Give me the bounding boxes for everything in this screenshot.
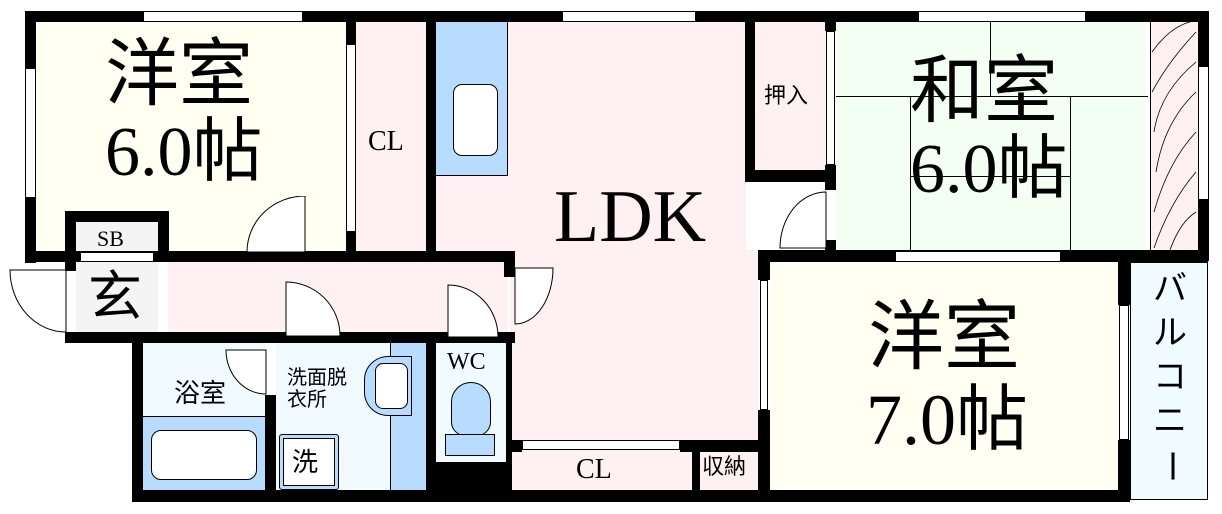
western-room-1-name: 洋室	[105, 34, 253, 116]
wall	[745, 11, 755, 181]
western-room-1-size: 6.0帖	[105, 114, 263, 191]
toilet-label: WC	[447, 349, 486, 375]
door-swing[interactable]	[778, 190, 828, 250]
shoe-box-label: SB	[97, 226, 124, 251]
toilet-tank	[445, 434, 495, 456]
closet-sliding-door[interactable]	[346, 44, 356, 232]
balcony-char: ニ	[1153, 403, 1187, 440]
wall	[65, 211, 169, 222]
ldk-label: LDK	[554, 176, 707, 258]
closet-1	[356, 22, 426, 252]
balcony-char: バ	[1153, 271, 1187, 308]
wall	[758, 410, 770, 500]
entrance	[76, 262, 158, 332]
oshiire-label: 押入	[764, 83, 809, 108]
bathtub[interactable]	[151, 430, 257, 480]
japanese-room-name: 和室	[910, 51, 1058, 133]
closet-sliding-door[interactable]	[522, 440, 680, 450]
closet-1-label: CL	[368, 126, 404, 157]
wall	[158, 211, 169, 262]
wall	[265, 395, 276, 495]
entrance-label: 玄	[88, 267, 142, 327]
window	[1119, 305, 1129, 440]
tatami-line	[910, 176, 1070, 177]
tatami-line	[1070, 96, 1071, 250]
door-swing[interactable]	[224, 348, 268, 396]
wall	[132, 490, 1130, 502]
tatami-line	[836, 96, 1148, 97]
washer-label: 洗	[292, 448, 319, 477]
window	[895, 251, 1061, 262]
balcony-char: コ	[1153, 359, 1187, 396]
balcony-label: バ ル コ ニ ー	[1140, 268, 1200, 488]
wall	[758, 250, 770, 280]
storage	[700, 450, 760, 490]
door-swing[interactable]	[513, 266, 555, 326]
sink[interactable]	[453, 84, 498, 156]
washroom-label-line1: 洗面脱	[287, 367, 347, 389]
wall	[692, 440, 700, 495]
closet-2-label: CL	[576, 454, 612, 485]
window	[80, 252, 154, 262]
vanity-bowl[interactable]	[375, 363, 408, 409]
japanese-room-size: 6.0帖	[910, 131, 1068, 208]
washing-machine-inner	[283, 438, 335, 486]
western-room-2-name: 洋室	[868, 296, 1020, 380]
wall	[506, 332, 512, 497]
wall	[132, 332, 143, 502]
window	[25, 68, 36, 198]
storage-label: 収納	[702, 454, 747, 479]
door-swing[interactable]	[446, 283, 502, 339]
balcony-char: ル	[1153, 315, 1187, 352]
wood-grain-pattern	[1151, 22, 1197, 250]
closet-2	[512, 450, 692, 490]
western-room-2-size: 7.0帖	[866, 380, 1029, 460]
door-swing[interactable]	[245, 196, 307, 254]
window	[562, 11, 696, 22]
wall	[426, 332, 436, 497]
wall	[1118, 440, 1130, 500]
oshiire-closet	[755, 22, 825, 170]
tatami-line	[990, 22, 991, 96]
wall	[25, 251, 515, 262]
wall	[504, 251, 515, 277]
wall	[745, 170, 835, 182]
wall	[825, 240, 836, 262]
wall	[512, 440, 522, 452]
western-room-2	[770, 262, 1118, 490]
window	[918, 11, 1086, 22]
wall	[1118, 250, 1130, 305]
wall	[436, 462, 512, 494]
wall	[65, 332, 515, 343]
tokonoma	[1150, 22, 1198, 250]
window	[826, 31, 835, 165]
entry-door-swing[interactable]	[8, 268, 68, 334]
washroom-label-line2: 衣所	[287, 389, 327, 411]
wall	[825, 11, 836, 31]
wall	[825, 165, 836, 190]
wall	[346, 232, 356, 262]
wall	[426, 11, 436, 262]
shoe-box	[76, 222, 158, 252]
wall	[65, 211, 76, 271]
bathroom-label: 浴室	[174, 379, 227, 408]
wall	[346, 11, 356, 44]
wall	[680, 440, 770, 452]
window	[143, 11, 303, 22]
japanese-room	[836, 22, 1146, 250]
balcony	[1130, 262, 1208, 500]
door-swing[interactable]	[284, 280, 342, 338]
balcony-char: ー	[1152, 449, 1189, 483]
tokonoma-line	[1150, 22, 1151, 250]
window	[760, 280, 768, 410]
toilet-bowl[interactable]	[451, 382, 491, 436]
window	[1198, 66, 1209, 200]
tatami-line	[910, 96, 911, 250]
